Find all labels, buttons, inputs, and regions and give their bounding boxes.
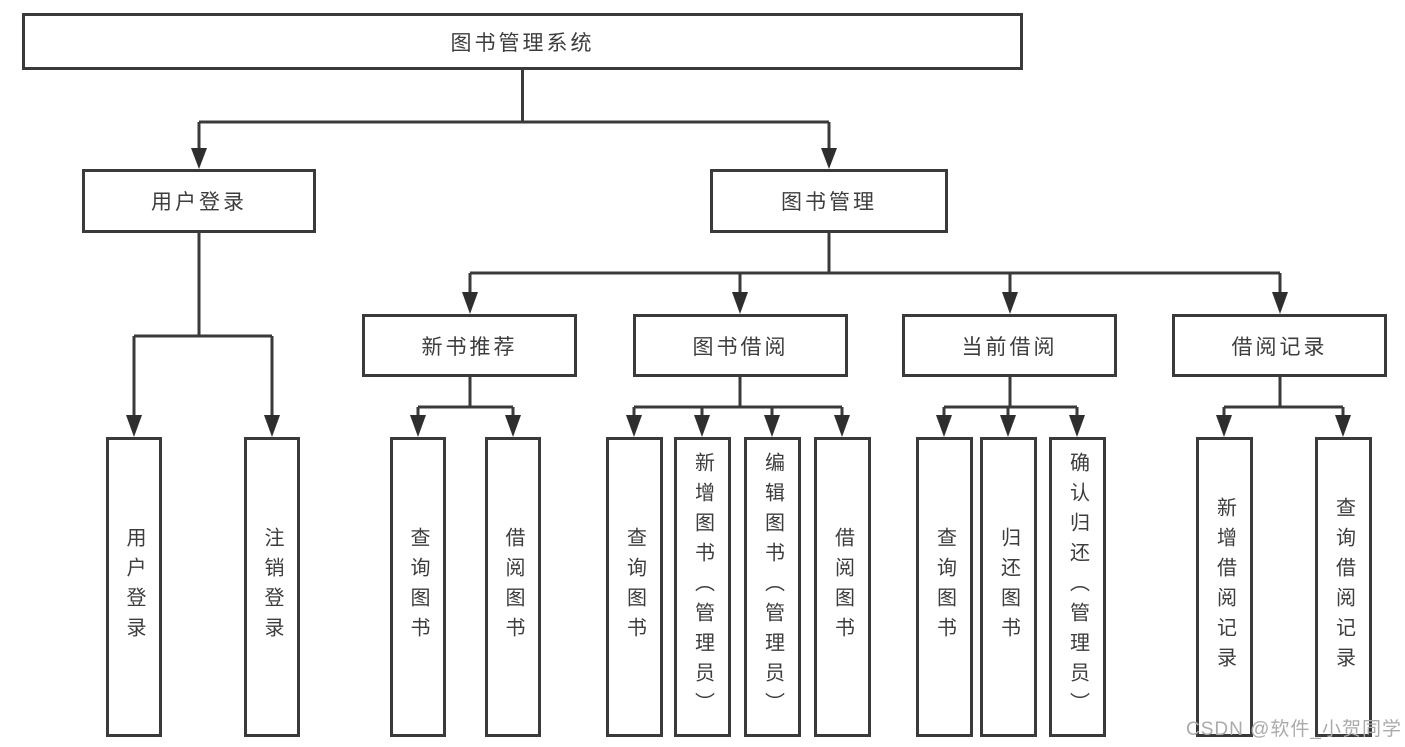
arrowhead: [834, 415, 850, 437]
node-user-login: 用户登录: [82, 169, 316, 233]
leaf-add-books-admin: 新增图书（管理员）: [674, 437, 731, 737]
arrowhead: [1335, 415, 1351, 437]
leaf-label: 查询借阅记录: [1332, 497, 1355, 677]
arrowhead: [1272, 292, 1288, 314]
arrowhead: [626, 415, 642, 437]
arrowhead: [1002, 292, 1018, 314]
csdn-watermark: CSDN @软件_小贺同学: [1186, 719, 1402, 740]
arrowhead: [1000, 415, 1016, 437]
arrowhead: [936, 415, 952, 437]
connector-user-login-children: [126, 233, 280, 437]
leaf-label: 确认归还（管理员）: [1066, 452, 1089, 722]
leaf-query-books-current: 查询图书: [916, 437, 973, 737]
leaf-label: 新增图书（管理员）: [691, 452, 714, 722]
leaf-label: 查询图书: [623, 527, 646, 647]
arrowhead: [764, 415, 780, 437]
leaf-borrow-books-recommend: 借阅图书: [485, 437, 541, 737]
leaf-edit-books-admin: 编辑图书（管理员）: [744, 437, 801, 737]
arrowhead: [505, 415, 521, 437]
leaf-query-books-borrowing: 查询图书: [606, 437, 663, 737]
leaf-user-login: 用户登录: [106, 437, 162, 737]
leaf-label: 用户登录: [123, 527, 145, 647]
arrowhead: [264, 415, 280, 437]
arrowhead: [1069, 415, 1085, 437]
connector-book-borrowing-children: [626, 377, 850, 437]
node-new-book-recommend: 新书推荐: [362, 314, 577, 377]
arrowhead: [732, 292, 748, 314]
connector-borrowing-records-children: [1216, 377, 1351, 437]
leaf-label: 借阅图书: [502, 527, 524, 647]
node-current-borrowing: 当前借阅: [902, 314, 1117, 377]
node-book-borrowing: 图书借阅: [633, 314, 848, 377]
leaf-query-books-recommend: 查询图书: [390, 437, 446, 737]
leaf-label: 查询图书: [933, 527, 956, 647]
node-book-management: 图书管理: [710, 169, 948, 233]
leaf-borrow-books-borrowing: 借阅图书: [814, 437, 871, 737]
connector-current-borrowing-children: [936, 377, 1085, 437]
leaf-query-borrow-record: 查询借阅记录: [1315, 437, 1372, 737]
leaf-label: 注销登录: [261, 527, 283, 647]
leaf-label: 查询图书: [407, 527, 429, 647]
node-root: 图书管理系统: [22, 13, 1023, 70]
arrowhead: [462, 292, 478, 314]
leaf-confirm-return-admin: 确认归还（管理员）: [1049, 437, 1106, 737]
arrowhead: [410, 415, 426, 437]
connector-root-to-level2: [191, 70, 837, 169]
leaf-return-books: 归还图书: [980, 437, 1037, 737]
leaf-label: 借阅图书: [831, 527, 854, 647]
leaf-add-borrow-record: 新增借阅记录: [1196, 437, 1253, 737]
arrowhead: [126, 415, 142, 437]
leaf-label: 编辑图书（管理员）: [761, 452, 784, 722]
arrowhead: [191, 148, 207, 169]
arrowhead: [821, 148, 837, 169]
node-borrowing-records: 借阅记录: [1172, 314, 1387, 377]
leaf-label: 归还图书: [997, 527, 1020, 647]
arrowhead: [694, 415, 710, 437]
arrowhead: [1216, 415, 1232, 437]
connector-new-book-recommend-children: [410, 377, 521, 437]
leaf-label: 新增借阅记录: [1213, 497, 1236, 677]
leaf-logout: 注销登录: [244, 437, 300, 737]
connector-book-management-children: [462, 233, 1288, 314]
